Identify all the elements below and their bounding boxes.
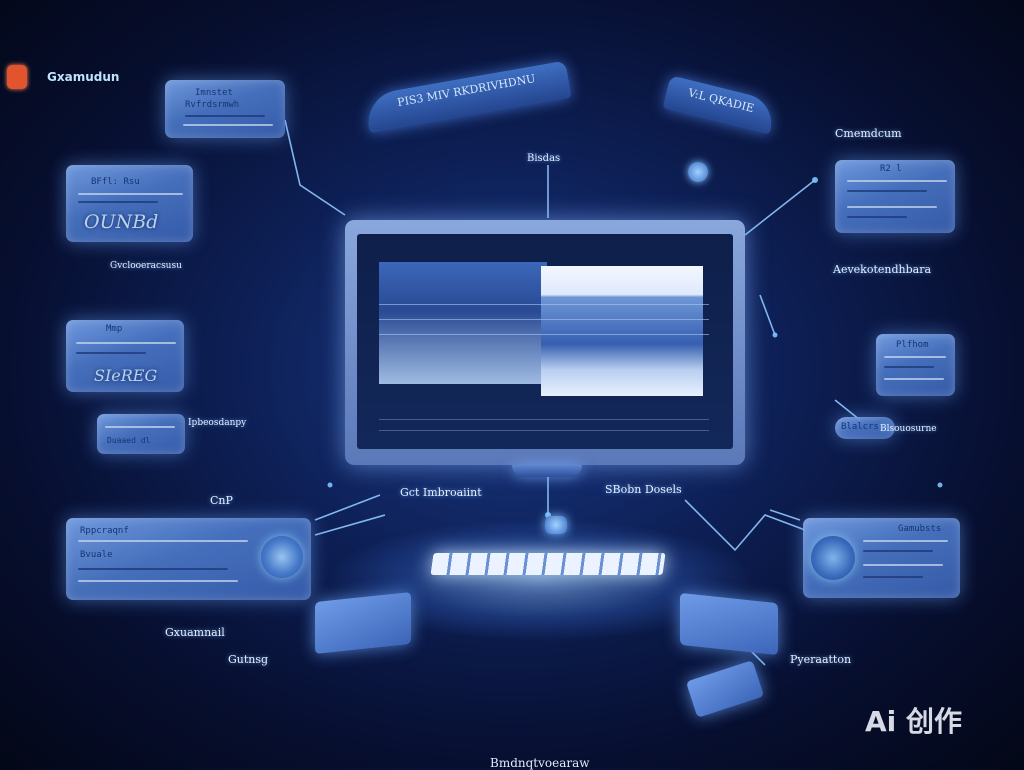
info-card-left-3[interactable]: Mmp SIeREG [66, 320, 184, 392]
card-text: Rppcraqnf [80, 526, 129, 536]
label-bottom-right: Pyeraatton [790, 653, 852, 666]
central-monitor [345, 220, 745, 465]
monitor-screen [357, 234, 733, 449]
card-text: Imnstet [195, 88, 233, 98]
label-left-row-1: Gvclooeracsusu [110, 261, 182, 271]
info-card-left-5[interactable]: Rppcraqnf Bvuale [66, 518, 311, 600]
label-left-row-2: Ipbeosdanpy [188, 418, 247, 428]
device-cube-right[interactable] [680, 592, 778, 656]
gauge-icon [811, 536, 855, 580]
keyboard[interactable] [430, 553, 666, 575]
card-text: SIeREG [94, 366, 158, 385]
card-text: R2 l [880, 164, 902, 174]
card-text: Plfhom [896, 340, 929, 350]
label-bottom-left-1: Gxuamnail [165, 626, 225, 639]
bottom-caption: Bmdnqtvoearaw [490, 756, 590, 770]
label-monitor-caption-right: SBobn Dosels [605, 483, 682, 496]
chat-bubble-icon [688, 162, 708, 182]
info-card-right-3[interactable]: Blalcrs [835, 417, 895, 439]
card-text: Rvfrdsrmwh [185, 100, 240, 110]
card-text: Mmp [106, 324, 123, 334]
info-card-left-4[interactable]: Duaaed dl [97, 414, 185, 454]
card-text: Duaaed dl [107, 436, 151, 445]
label-cnp: CnP [210, 494, 233, 507]
card-text: OUNBd [84, 211, 159, 233]
app-logo-icon [7, 65, 27, 89]
label-monitor-caption-left: Gct Imbroaiint [400, 486, 482, 499]
device-cube-left[interactable] [315, 591, 411, 655]
info-card-right-1[interactable]: R2 l [835, 160, 955, 233]
card-text: BFfl: Rsu [91, 177, 140, 187]
info-card-right-4[interactable]: Gamubsts [803, 518, 960, 598]
label-right-row-1: Blsouosurne [880, 424, 937, 434]
info-card-left-top[interactable]: Imnstet Rvfrdsrmwh [165, 80, 285, 138]
label-monitor-top: Bisdas [527, 153, 561, 164]
card-text: Blalcrs [841, 422, 879, 432]
label-chemicum: Cmemdcum [835, 127, 902, 140]
card-text: Gamubsts [898, 524, 942, 534]
screen-panel-right [541, 266, 703, 396]
label-assetholder: Aevekotendhbara [833, 263, 932, 276]
label-bottom-left-2: Gutnsg [228, 653, 269, 666]
info-card-left-2[interactable]: BFfl: Rsu OUNBd [66, 165, 193, 242]
watermark: Ai 创作 [865, 705, 963, 738]
info-card-right-2[interactable]: Plfhom [876, 334, 955, 396]
magnifier-icon [261, 536, 303, 578]
card-text: Bvuale [80, 550, 113, 560]
screen-panel-left [379, 262, 547, 384]
app-title: Gxamudun [47, 70, 120, 84]
monitor-stand [512, 465, 582, 477]
